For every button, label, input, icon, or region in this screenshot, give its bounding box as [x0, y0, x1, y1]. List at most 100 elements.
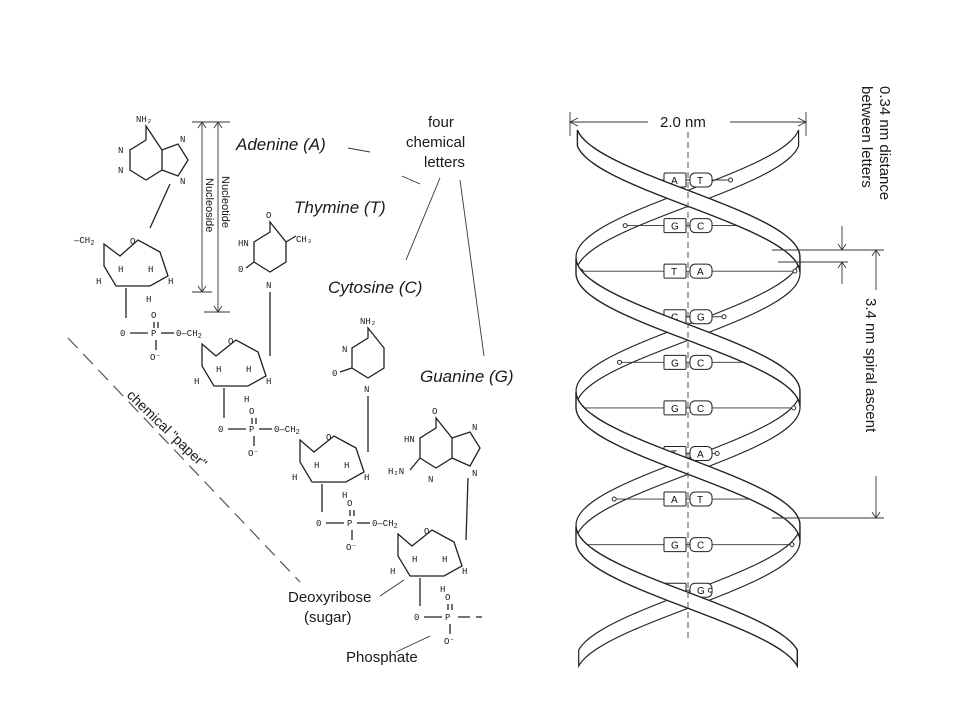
sugar4-h: H	[412, 555, 417, 565]
nucleotide-bracket: Nucleotide	[204, 121, 231, 313]
backbone-segment	[575, 525, 798, 669]
distance-dimension: 0.34 nm distance between letters	[778, 86, 893, 284]
phosphate2-o2: 0—CH2	[274, 425, 300, 437]
guanine-h2n: H₂N	[388, 467, 404, 477]
sugar-ring-1: —CH2 O H H H H H	[73, 236, 173, 318]
base-box	[663, 400, 687, 416]
base-letter: G	[671, 222, 679, 233]
sugar2-h: H	[244, 395, 249, 405]
base-letter: G	[671, 404, 679, 415]
sugar1-h: H	[148, 265, 153, 275]
base-letter: C	[697, 541, 704, 552]
sugar1-o: O	[130, 237, 135, 247]
phosphate-dot	[789, 542, 795, 548]
sugar4-h: H	[442, 555, 447, 565]
base-letter: T	[697, 495, 703, 506]
phosphate2-o: 0	[218, 425, 223, 435]
base-box	[689, 172, 713, 188]
base-box	[663, 263, 687, 279]
backbone-segment	[576, 129, 801, 273]
phosphate3-o: 0	[316, 519, 321, 529]
cytosine-o: 0	[332, 369, 337, 379]
distance-label-2: between letters	[858, 86, 875, 188]
base-box	[689, 309, 713, 325]
base-letter: G	[671, 541, 679, 552]
sugar4-o: O	[424, 527, 429, 537]
sugar3-h: H	[344, 461, 349, 471]
thymine-hn: HN	[238, 239, 249, 249]
adenine-n7: N	[180, 135, 185, 145]
four-letters-label: four chemical letters	[406, 114, 465, 171]
base-letter: G	[671, 358, 679, 369]
sugar1-h: H	[168, 277, 173, 287]
adenine-label: Adenine (A)	[235, 135, 326, 154]
width-label: 2.0 nm	[660, 114, 706, 131]
phosphate4-p: P	[445, 613, 450, 623]
phosphate3-o-minus: O⁻	[346, 543, 357, 553]
sugar3-h: H	[364, 473, 369, 483]
adenine-nh2: NH₂	[136, 115, 152, 125]
phosphate-dot	[728, 177, 734, 183]
sugar2-h: H	[216, 365, 221, 375]
phosphate3-o2: 0—CH2	[372, 519, 398, 531]
nucleoside-label: Nucleoside	[203, 178, 215, 232]
sugar-label: (sugar)	[304, 609, 352, 626]
sugar2-o: O	[228, 337, 233, 347]
phosphate-dot	[721, 314, 727, 320]
sugar3-h: H	[292, 473, 297, 483]
sugar-ring-4: O H H H H H	[390, 527, 467, 606]
sugar4-h: H	[440, 585, 445, 595]
sugar-ring-2: O H H H H H	[194, 337, 271, 418]
sugar4-h: H	[462, 567, 467, 577]
chemical-structure: NH₂ N N N N —CH2 O H H H H H 0 P O	[67, 114, 514, 666]
phosphate-dot	[622, 223, 628, 229]
base-letter: C	[697, 404, 704, 415]
sugar3-h: H	[314, 461, 319, 471]
chemical-paper-label: chemical "paper"	[124, 387, 211, 471]
phosphate1-o-minus: O⁻	[150, 353, 161, 363]
phosphate1-o-top: O	[151, 311, 156, 321]
thymine-structure: O HN CH₃ 0 N	[238, 211, 312, 356]
nucleoside-bracket: Nucleoside	[192, 121, 215, 293]
sugar4-h: H	[390, 567, 395, 577]
thymine-o: O	[266, 211, 271, 221]
cytosine-n: N	[342, 345, 347, 355]
sugar-ring-3: O H H H H H	[292, 433, 369, 512]
four-letters-line-3: letters	[424, 154, 465, 171]
base-box	[689, 218, 713, 234]
sugar1-ch2: —CH2	[73, 236, 94, 248]
double-helix: ATGCTACGGCGCTAATGCCG 2.0 nm 0.34 nm dist…	[568, 86, 893, 669]
base-letter: A	[697, 449, 704, 460]
base-letter: C	[671, 313, 678, 324]
base-letter: G	[697, 313, 705, 324]
guanine-n7: N	[472, 423, 477, 433]
cytosine-structure: NH₂ N 0 N	[332, 317, 385, 452]
four-letters-line-1: four	[428, 114, 454, 131]
phosphate-dot	[707, 587, 713, 593]
sugar3-o: O	[326, 433, 331, 443]
phosphate-group-3: 0 P O O⁻ 0—CH2	[316, 499, 398, 553]
guanine-hn: HN	[404, 435, 415, 445]
base-box	[663, 491, 687, 507]
adenine-structure: NH₂ N N N N	[118, 115, 189, 229]
base-box	[663, 537, 687, 553]
adenine-n1: N	[118, 146, 123, 156]
base-box	[689, 400, 713, 416]
phosphate2-o-top: O	[249, 407, 254, 417]
sugar1-h: H	[96, 277, 101, 287]
phosphate3-p: P	[347, 519, 352, 529]
phosphate-group-1: 0 P O O⁻ 0—CH2	[120, 311, 202, 363]
nucleotide-label: Nucleotide	[219, 176, 231, 228]
base-letter: G	[697, 586, 705, 597]
deoxyribose-label: Deoxyribose	[288, 589, 371, 606]
base-box	[689, 537, 713, 553]
chemical-paper-line	[67, 337, 301, 583]
base-letter: A	[697, 267, 704, 278]
sugar2-h: H	[246, 365, 251, 375]
base-box	[689, 491, 713, 507]
base-box	[663, 354, 687, 370]
ascent-label: 3.4 nm spiral ascent	[862, 298, 879, 433]
